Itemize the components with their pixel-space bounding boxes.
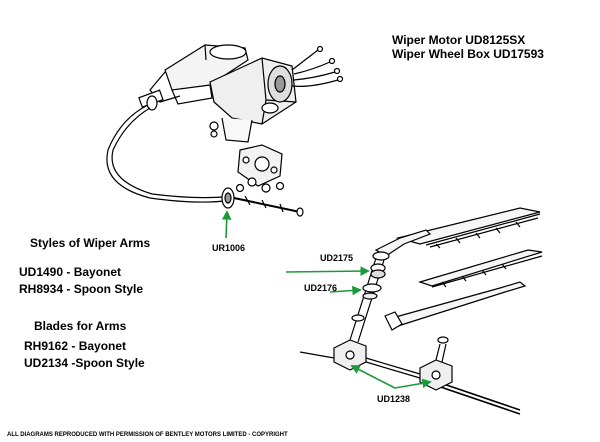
arrow-ur1006 bbox=[221, 210, 232, 239]
arm-bayonet-label: UD1490 - Bayonet bbox=[19, 265, 122, 279]
callout-arrows bbox=[221, 210, 432, 389]
callout-ud1238: UD1238 bbox=[377, 394, 411, 404]
arrow-ud2176 bbox=[329, 285, 362, 296]
callout-ud2175: UD2175 bbox=[320, 253, 354, 263]
blade-bayonet-label: RH9162 - Bayonet bbox=[24, 339, 127, 353]
arrow-ud1238-left bbox=[350, 365, 396, 389]
wheelbox-drawing bbox=[299, 229, 521, 415]
drive-cable-drawing bbox=[106, 105, 304, 217]
blade-spoon-label: UD2134 -Spoon Style bbox=[24, 356, 145, 370]
motor-part-label: Wiper Motor UD8125SX bbox=[392, 33, 526, 47]
arrow-ud1238-right bbox=[394, 378, 432, 389]
blades-heading: Blades for Arms bbox=[34, 319, 127, 333]
wiper-blades-drawing bbox=[384, 207, 543, 331]
callout-ur1006: UR1006 bbox=[212, 243, 246, 253]
arms-heading: Styles of Wiper Arms bbox=[30, 236, 151, 250]
wiper-motor-drawing bbox=[138, 44, 344, 193]
copyright-notice: ALL DIAGRAMS REPRODUCED WITH PERMISSION … bbox=[7, 432, 288, 438]
arm-spoon-label: RH8934 - Spoon Style bbox=[19, 282, 144, 296]
wheelbox-part-label: Wiper Wheel Box UD17593 bbox=[392, 47, 544, 61]
arrow-ud2175 bbox=[285, 266, 370, 276]
callout-ud2176: UD2176 bbox=[304, 283, 338, 293]
